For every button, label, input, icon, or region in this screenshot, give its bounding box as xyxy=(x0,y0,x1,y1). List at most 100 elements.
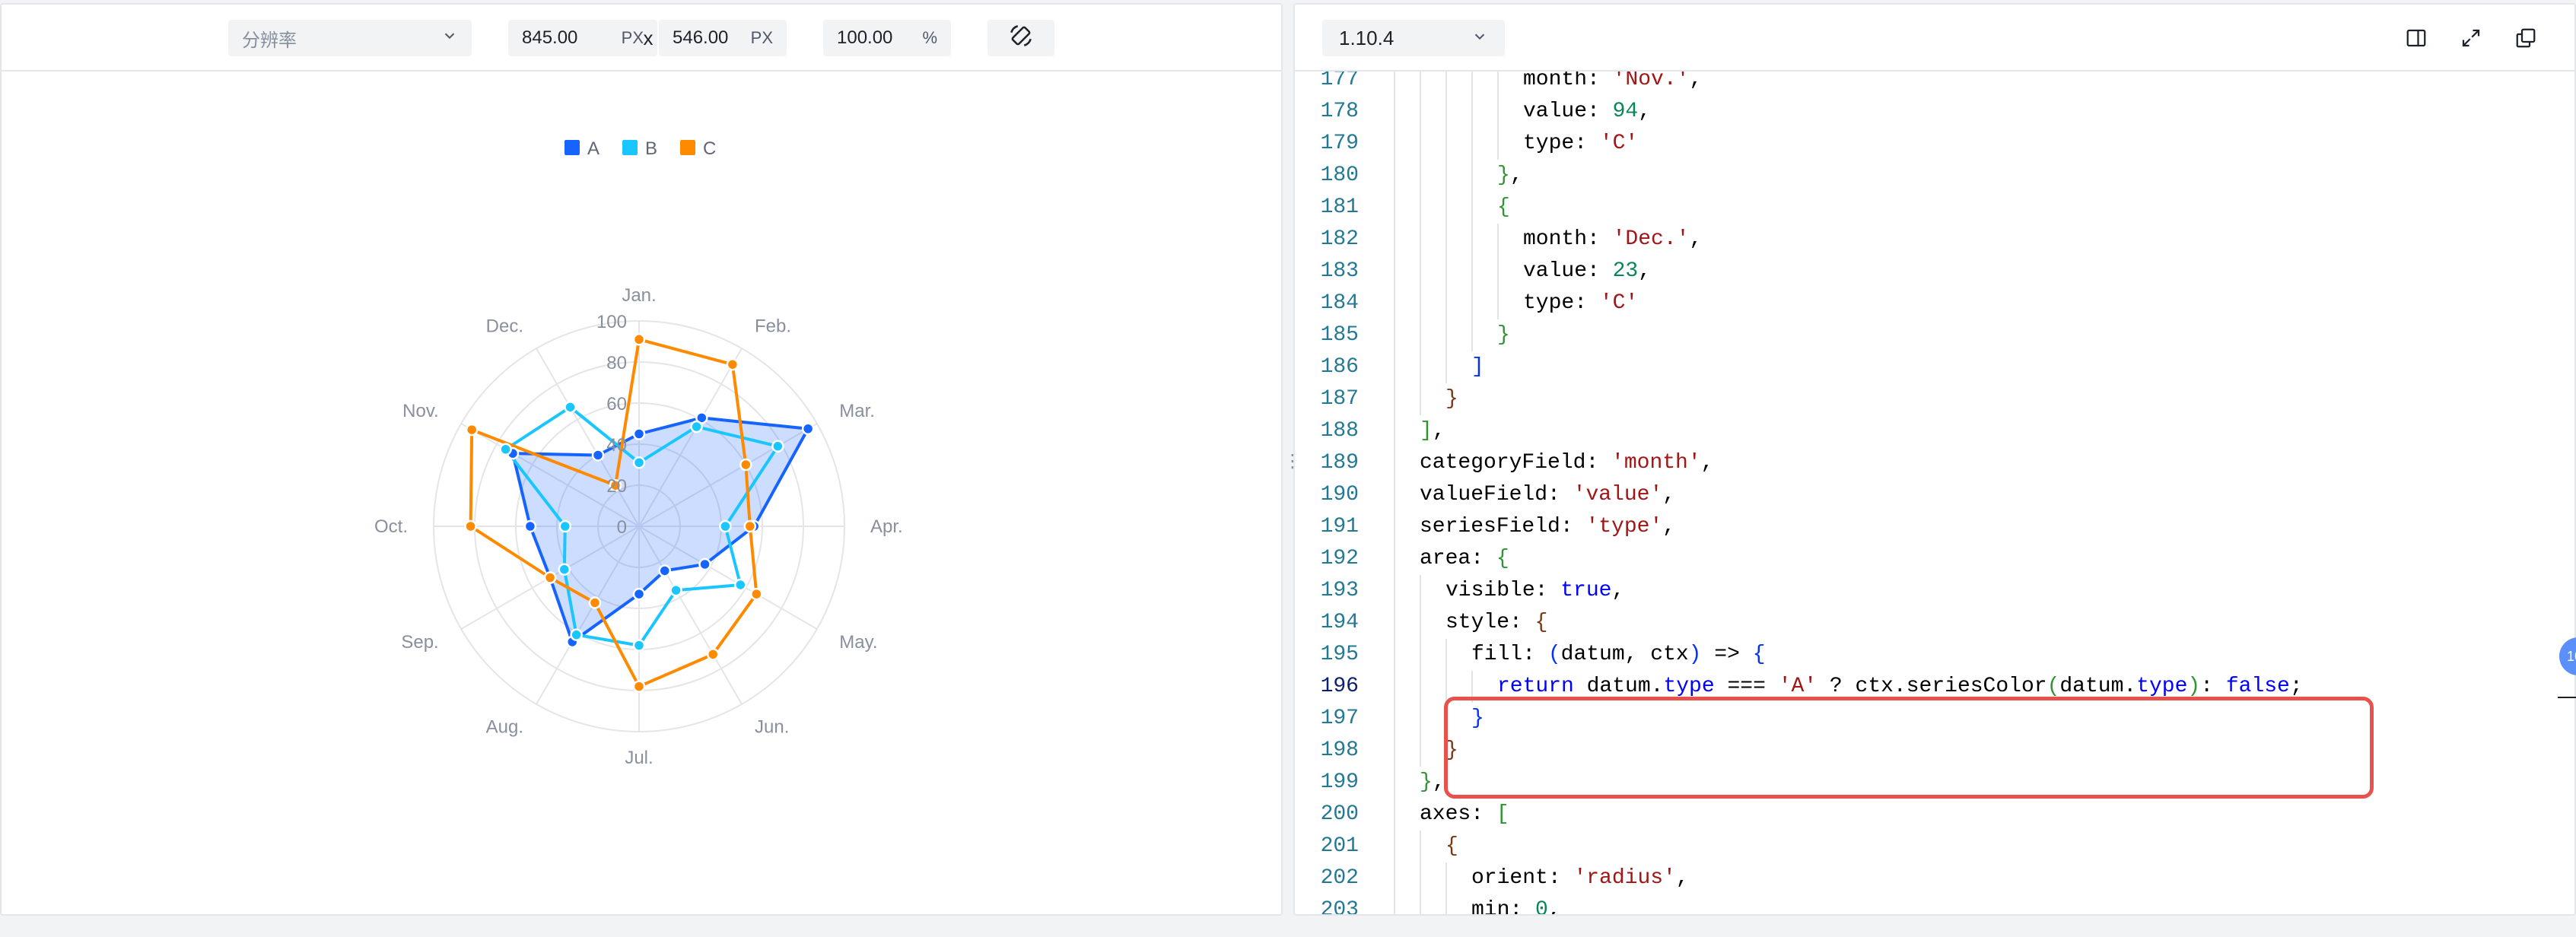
indent-guide xyxy=(1420,319,1421,351)
code-token: : xyxy=(1585,451,1612,475)
indent-guide xyxy=(1420,287,1421,319)
code-line: 185} xyxy=(1295,319,2574,351)
rotate-device-icon xyxy=(1008,23,1034,54)
line-number: 192 xyxy=(1320,547,1359,570)
width-value: 845.00 xyxy=(522,27,578,48)
code-token: : xyxy=(1471,802,1496,826)
grid-spoke xyxy=(536,348,640,527)
radius-tick-label: 100 xyxy=(596,312,627,332)
category-label: Jul. xyxy=(625,748,653,768)
panel-splitter[interactable] xyxy=(1283,3,1293,916)
fullscreen-icon[interactable] xyxy=(2457,24,2485,52)
indent-guide xyxy=(1420,224,1421,256)
indent-guide xyxy=(1420,71,1421,96)
indent-guide xyxy=(1394,192,1395,224)
code-token: 'A' xyxy=(1778,675,1818,698)
code-token: : xyxy=(1522,643,1548,666)
code-token: , xyxy=(1547,898,1561,916)
category-label: Oct. xyxy=(374,516,408,537)
split-view-icon[interactable] xyxy=(2403,24,2430,52)
line-number: 202 xyxy=(1320,866,1359,890)
version-select[interactable]: 1.10.4 xyxy=(1322,20,1505,56)
indent-guide xyxy=(1420,735,1421,767)
category-label: Apr. xyxy=(870,516,903,537)
code-token: : xyxy=(1560,515,1586,538)
code-token: , xyxy=(1638,259,1652,283)
width-input[interactable]: 845.00 PX xyxy=(508,20,657,56)
data-point-b xyxy=(499,443,512,456)
code-token: ) xyxy=(2187,675,2201,698)
line-number: 195 xyxy=(1320,643,1359,666)
code-token: : xyxy=(1534,579,1561,602)
code-token: : xyxy=(1587,227,1613,251)
code-token: ; xyxy=(2289,675,2303,698)
data-point-a xyxy=(523,519,537,533)
data-point-c xyxy=(464,519,477,533)
indent-guide xyxy=(1394,862,1395,894)
code-token: === xyxy=(1714,675,1779,698)
indent-guide xyxy=(1420,862,1421,894)
code-text: month: 'Nov.', xyxy=(1523,71,1702,96)
floating-badge[interactable]: 10 xyxy=(2559,637,2576,675)
line-number: 189 xyxy=(1320,451,1359,475)
code-token: type xyxy=(1663,675,1715,698)
indent-guide xyxy=(1394,511,1395,543)
indent-guide xyxy=(1445,894,1447,914)
indent-guide xyxy=(1445,160,1447,192)
line-number: 196 xyxy=(1320,675,1359,698)
code-token: categoryField xyxy=(1420,451,1586,475)
code-token: orient xyxy=(1471,866,1548,890)
line-number: 199 xyxy=(1320,770,1359,794)
indent-guide xyxy=(1497,71,1499,96)
category-label: Mar. xyxy=(839,401,875,421)
indent-guide xyxy=(1394,128,1395,160)
code-token: ) xyxy=(1688,643,1702,666)
drag-handle-icon[interactable]: ⋮ xyxy=(1283,451,1302,472)
indent-guide xyxy=(1497,287,1499,319)
category-label: Aug. xyxy=(486,716,523,737)
height-unit: PX xyxy=(750,28,773,47)
zoom-input[interactable]: 100.00 % xyxy=(823,20,951,56)
legend-label-b: B xyxy=(645,138,657,159)
code-token: 'radius' xyxy=(1573,866,1676,890)
indent-guide xyxy=(1394,799,1395,831)
indent-guide xyxy=(1445,287,1447,319)
height-input[interactable]: 546.00 PX xyxy=(659,20,787,56)
code-token: 'month' xyxy=(1611,451,1701,475)
grid-spoke xyxy=(638,526,743,705)
resolution-select[interactable]: 分辨率 xyxy=(228,20,472,56)
line-number: 184 xyxy=(1320,291,1359,315)
code-text: type: 'C' xyxy=(1523,287,1638,319)
code-token: } xyxy=(1445,738,1458,762)
copy-icon[interactable] xyxy=(2512,24,2539,52)
code-token: datum. xyxy=(2059,675,2137,698)
dimension-separator: x xyxy=(643,26,654,49)
indent-guide xyxy=(1394,894,1395,914)
code-token: 'Dec.' xyxy=(1612,227,1690,251)
code-token: 0 xyxy=(1535,898,1548,916)
indent-guide xyxy=(1394,607,1395,639)
code-token: : xyxy=(1587,100,1613,123)
code-token: } xyxy=(1497,323,1510,347)
code-token: : xyxy=(1547,483,1573,507)
line-number: 182 xyxy=(1320,227,1359,251)
code-token: axes xyxy=(1420,802,1471,826)
data-point-c xyxy=(465,423,479,437)
code-text: area: { xyxy=(1420,543,1509,575)
line-number: 190 xyxy=(1320,483,1359,507)
rotate-button[interactable] xyxy=(987,20,1054,56)
code-token: seriesField xyxy=(1420,515,1560,538)
code-text: } xyxy=(1445,735,1458,767)
indent-guide xyxy=(1471,256,1473,287)
radius-tick-label: 80 xyxy=(606,353,627,373)
data-point-c xyxy=(706,648,720,661)
indent-guide xyxy=(1445,128,1447,160)
code-token: { xyxy=(1752,643,1766,666)
code-token: : xyxy=(1587,71,1613,91)
